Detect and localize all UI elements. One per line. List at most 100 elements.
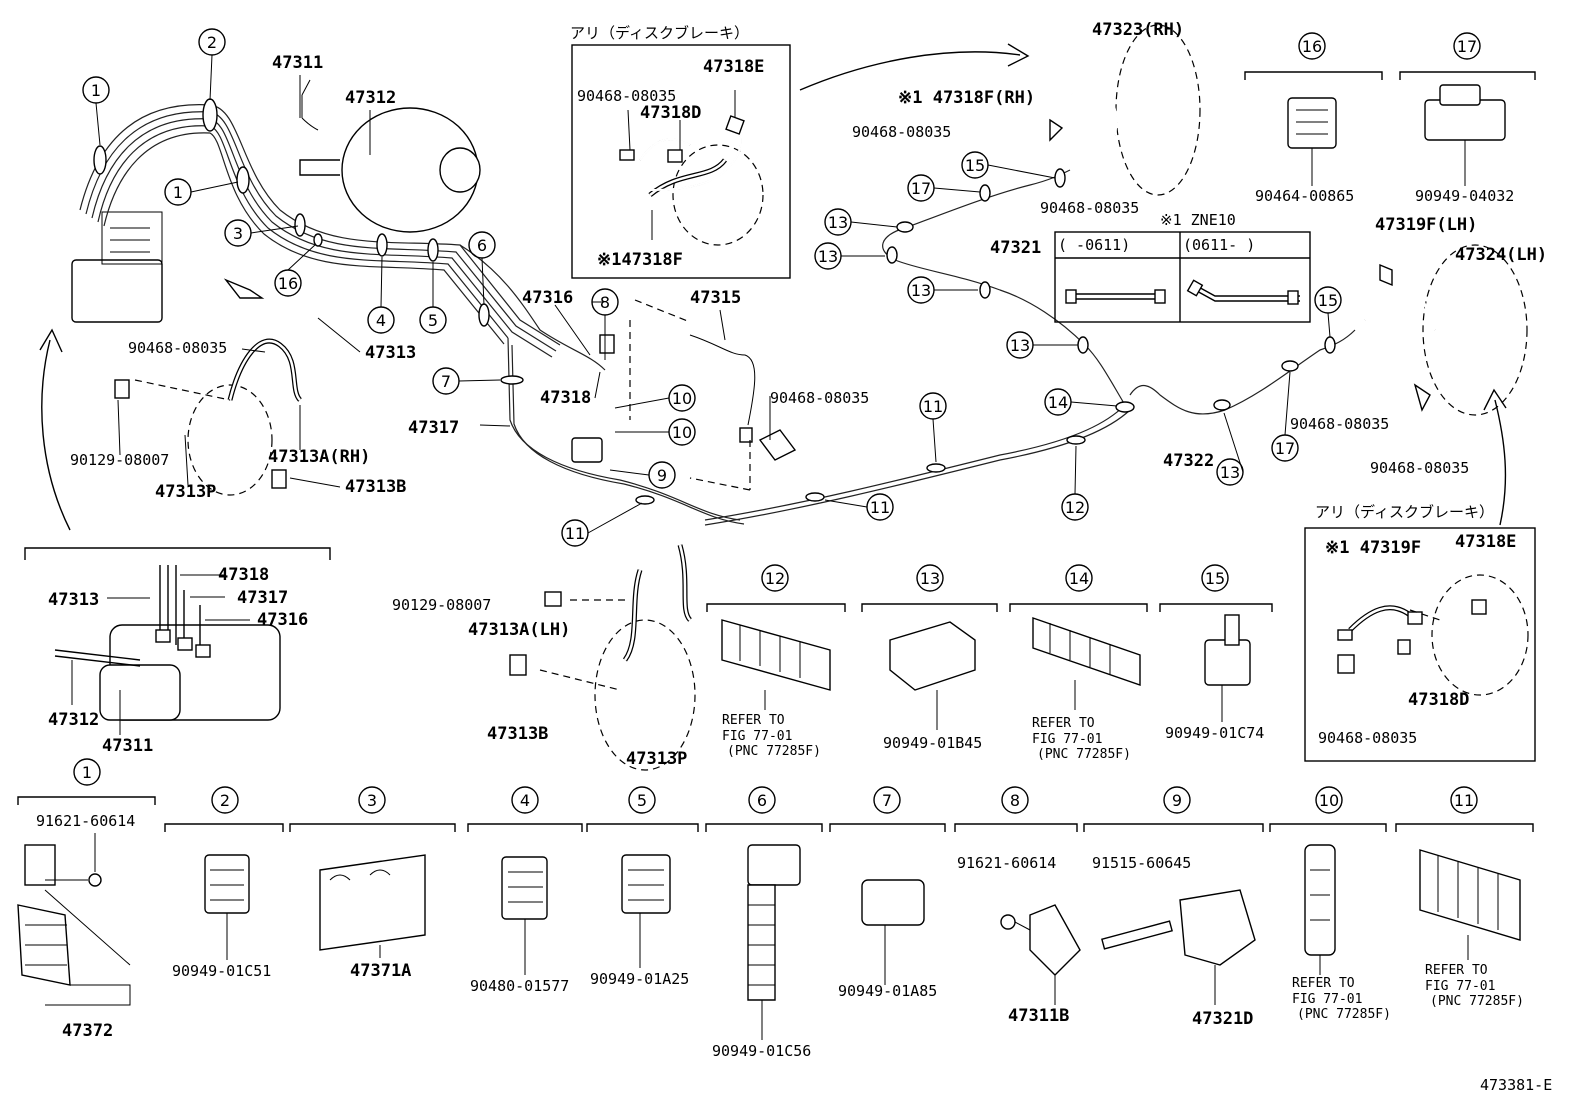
- label-47311-inset: 47311: [102, 736, 153, 756]
- label-90468-e: 90468-08035: [1040, 199, 1139, 217]
- leader-lines: [95, 54, 1331, 534]
- tube-clip-markers: [93, 98, 1336, 505]
- master-cylinder-assembly: [71, 79, 481, 323]
- callout-10a: 10: [672, 389, 692, 408]
- label-90129-a: 90129-08007: [70, 451, 169, 469]
- callout-2: 2: [207, 33, 217, 52]
- callout-10-head: 10: [1319, 791, 1339, 810]
- label-47318F-RH: ※1 47318F(RH): [898, 88, 1035, 108]
- label-90468-f: 90468-08035: [1290, 415, 1389, 433]
- callout-13b: 13: [818, 247, 838, 266]
- refer-12-line3: (PNC 77285F): [727, 744, 821, 759]
- label-47321: 47321: [990, 238, 1041, 258]
- callout-9-head: 9: [1172, 791, 1182, 810]
- callout-1-head: 1: [82, 763, 92, 782]
- label-47318D-b: 47318D: [1408, 690, 1469, 710]
- label-47318-inset: 47318: [218, 565, 269, 585]
- refer-12-line2: FIG 77-01: [722, 729, 792, 744]
- callout-13c: 13: [911, 281, 931, 300]
- refer-14-line2: FIG 77-01: [1032, 732, 1102, 747]
- callout-5: 5: [428, 311, 438, 330]
- label-47312: 47312: [345, 88, 396, 108]
- callout-13d: 13: [1010, 336, 1030, 355]
- callout-12-head: 12: [765, 569, 785, 588]
- callout-5-head: 5: [637, 791, 647, 810]
- label-90949-01A85: 90949-01A85: [838, 982, 937, 1000]
- label-47311B: 47311B: [1008, 1006, 1069, 1026]
- callout-11b: 11: [870, 498, 890, 517]
- label-90468-a: 90468-08035: [128, 339, 227, 357]
- label-47318D-a: 47318D: [640, 103, 701, 123]
- actuator-inset: [24, 547, 331, 735]
- label-47371A: 47371A: [350, 961, 411, 981]
- callout-13a: 13: [828, 213, 848, 232]
- part-labels: 47311 47312 47313 90468-08035 90129-0800…: [36, 20, 1552, 1094]
- label-90949-04032: 90949-04032: [1415, 187, 1514, 205]
- callout-14: 14: [1048, 393, 1068, 412]
- callout-6-head: 6: [757, 791, 767, 810]
- callout-4-head: 4: [520, 791, 530, 810]
- callout-4: 4: [376, 311, 386, 330]
- flow-arrows: [39, 43, 1507, 531]
- label-90949-01C51: 90949-01C51: [172, 962, 271, 980]
- callout-9: 9: [657, 466, 667, 485]
- zne-title: ※1 ZNE10: [1160, 211, 1236, 229]
- label-47317-inset: 47317: [237, 588, 288, 608]
- label-47316: 47316: [522, 288, 573, 308]
- flex-hoses: [227, 86, 1437, 662]
- callout-15-head: 15: [1205, 569, 1225, 588]
- refer-12-line1: REFER TO: [722, 713, 785, 728]
- label-47318E-box: 47318E: [1455, 532, 1516, 552]
- label-47313P-b: 47313P: [626, 749, 687, 769]
- label-90468-g: 90468-08035: [1370, 459, 1469, 477]
- callout-14-head: 14: [1069, 569, 1089, 588]
- label-47323: 47323(RH): [1092, 20, 1184, 40]
- label-47313B-b: 47313B: [487, 724, 548, 744]
- label-90949-01C74: 90949-01C74: [1165, 724, 1264, 742]
- label-47372: 47372: [62, 1021, 113, 1041]
- refer-10-line2: FIG 77-01: [1292, 992, 1362, 1007]
- label-47318E: 47318E: [703, 57, 764, 77]
- refer-14-line1: REFER TO: [1032, 716, 1095, 731]
- label-47313A-LH: 47313A(LH): [468, 620, 570, 640]
- label-47313: 47313: [365, 343, 416, 363]
- label-90949-01A25: 90949-01A25: [590, 970, 689, 988]
- label-47317: 47317: [408, 418, 459, 438]
- label-90949-01C56: 90949-01C56: [712, 1042, 811, 1060]
- callout-13e: 13: [1220, 463, 1240, 482]
- label-90949-01B45: 90949-01B45: [883, 734, 982, 752]
- label-47322: 47322: [1163, 451, 1214, 471]
- label-91621-a: 91621-60614: [36, 812, 135, 830]
- callout-11c: 11: [923, 397, 943, 416]
- label-90468-d: 90468-08035: [852, 123, 951, 141]
- refer-11-line2: FIG 77-01: [1425, 979, 1495, 994]
- clip-catalog-12-15: [706, 603, 1273, 730]
- callout-3-head: 3: [367, 791, 377, 810]
- callout-16: 16: [278, 274, 298, 293]
- label-47313P-a: 47313P: [155, 482, 216, 502]
- callout-15b: 15: [1318, 291, 1338, 310]
- refer-11-line1: REFER TO: [1425, 963, 1488, 978]
- disc-brake-box-right: アリ（ディスクブレーキ）: [1304, 503, 1536, 762]
- callout-12: 12: [1065, 498, 1085, 517]
- label-47318: 47318: [540, 388, 591, 408]
- label-47316-inset: 47316: [257, 610, 308, 630]
- diagram-code: 473381-E: [1480, 1076, 1552, 1094]
- refer-14-line3: (PNC 77285F): [1037, 747, 1131, 762]
- clip-catalog-16-17: [1244, 71, 1536, 186]
- label-47315: 47315: [690, 288, 741, 308]
- label-90468-c: 90468-08035: [577, 87, 676, 105]
- callout-3: 3: [233, 224, 243, 243]
- callout-1b: 1: [173, 183, 183, 202]
- label-47321D: 47321D: [1192, 1009, 1253, 1029]
- callout-7: 7: [441, 372, 451, 391]
- label-47313A-RH: 47313A(RH): [268, 447, 370, 467]
- clip-catalog-1-11: [17, 796, 1534, 1040]
- disc-brake-box-top: アリ（ディスクブレーキ）: [570, 24, 791, 279]
- callout-17-head: 17: [1457, 37, 1477, 56]
- callout-13-head: 13: [920, 569, 940, 588]
- callout-16-head: 16: [1302, 37, 1322, 56]
- refer-10-line1: REFER TO: [1292, 976, 1355, 991]
- callout-6: 6: [477, 236, 487, 255]
